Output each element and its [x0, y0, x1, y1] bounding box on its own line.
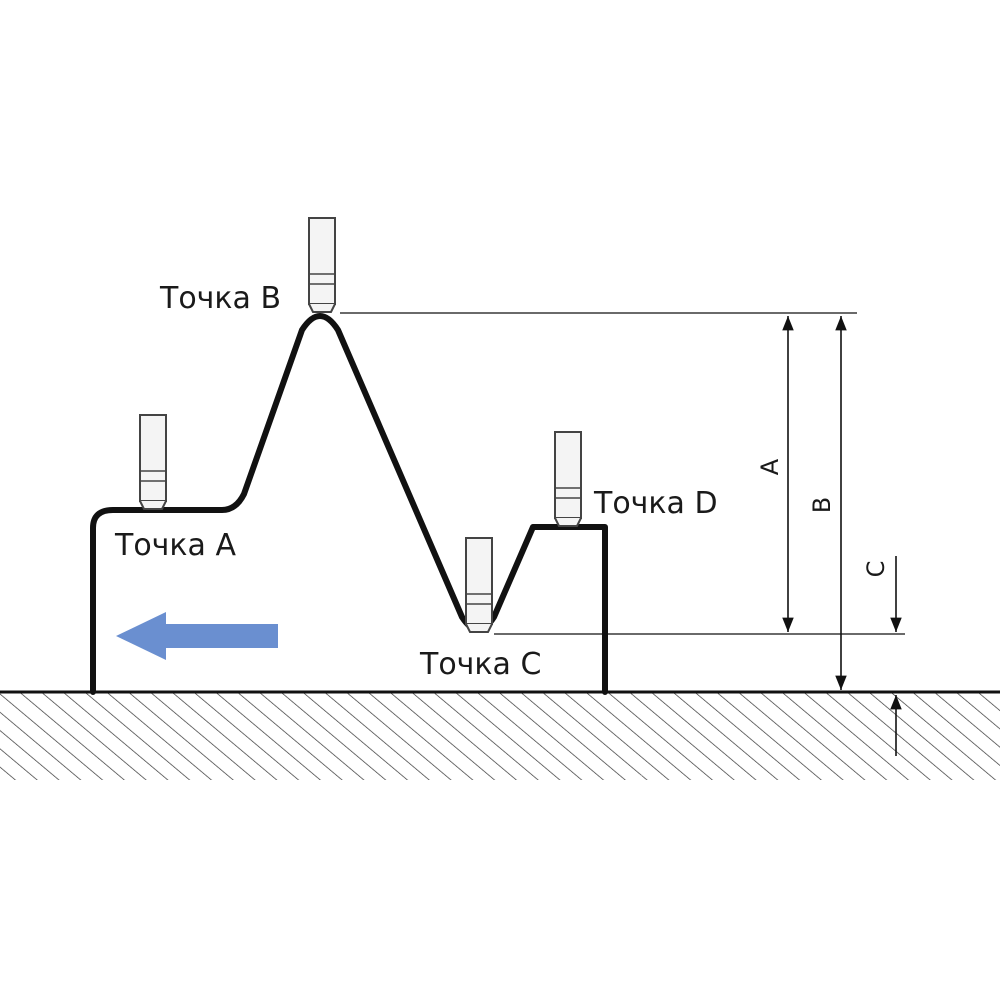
- probe-b-icon: [308, 217, 336, 313]
- dimension-a-label: A: [756, 458, 784, 475]
- label-point-b: Точка B: [159, 281, 281, 316]
- extension-lines: [340, 312, 905, 635]
- dimension-a: A: [756, 316, 794, 632]
- dimension-b: B: [808, 316, 847, 690]
- label-point-c: Точка C: [419, 647, 541, 682]
- label-point-a: Точка A: [114, 528, 236, 563]
- dimension-b-label: B: [808, 497, 836, 513]
- dimension-c: C: [862, 556, 902, 756]
- left-arrow-icon: [116, 612, 278, 660]
- probe-a-icon: [139, 414, 167, 510]
- probe-c-icon: [465, 537, 493, 633]
- ground-base: [0, 690, 1000, 780]
- dimension-c-label: C: [862, 561, 890, 578]
- label-point-d: Точка D: [593, 486, 718, 521]
- probe-d-icon: [554, 431, 582, 527]
